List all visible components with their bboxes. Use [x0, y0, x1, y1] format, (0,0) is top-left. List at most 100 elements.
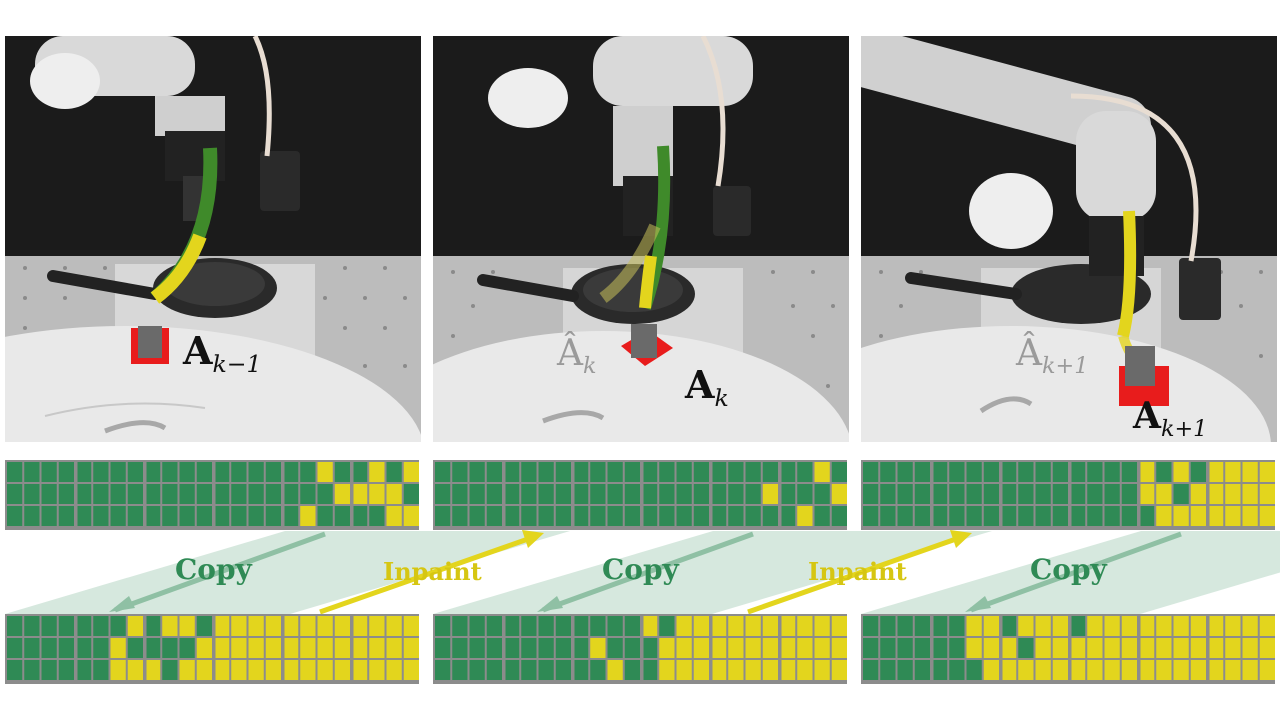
token-cell: [1190, 484, 1206, 504]
token-cell: [624, 484, 640, 504]
token-cell: [196, 506, 212, 526]
token-cell: [933, 484, 948, 504]
token-cell: [1035, 484, 1051, 504]
token-cell: [1104, 616, 1120, 636]
token-cell: [1140, 506, 1155, 526]
token-cell: [334, 484, 350, 504]
token-cell: [863, 484, 879, 504]
token-cell: [1104, 484, 1120, 504]
token-cell: [1071, 660, 1086, 680]
token-cell: [24, 462, 40, 482]
token-cell: [574, 660, 589, 680]
token-cell: [728, 506, 744, 526]
token-cell: [712, 660, 727, 680]
token-cell: [1209, 638, 1224, 658]
token-cell: [1242, 462, 1258, 482]
token-cell: [469, 484, 485, 504]
token-cell: [41, 462, 57, 482]
token-cell: [521, 638, 537, 658]
copy-label-3: Copy: [1030, 553, 1107, 586]
token-cell: [521, 484, 537, 504]
token-cell: [486, 660, 502, 680]
token-cell: [146, 484, 161, 504]
token-cell: [1052, 660, 1068, 680]
token-cell: [162, 462, 178, 482]
token-cell: [574, 506, 589, 526]
token-cell: [196, 660, 212, 680]
token-cell: [949, 616, 965, 636]
token-cell: [538, 638, 554, 658]
token-cell: [797, 484, 813, 504]
token-cell: [1259, 462, 1275, 482]
token-cell: [797, 638, 813, 658]
token-cell: [146, 462, 161, 482]
token-cell: [334, 660, 350, 680]
token-cell: [7, 616, 23, 636]
token-cell: [933, 462, 948, 482]
token-cell: [505, 484, 520, 504]
token-cell: [231, 484, 247, 504]
token-cell: [555, 638, 571, 658]
token-cell: [590, 462, 606, 482]
token-cell: [452, 660, 468, 680]
token-cell: [452, 462, 468, 482]
token-cell: [607, 660, 623, 680]
token-cell: [831, 616, 847, 636]
token-cell: [643, 484, 658, 504]
token-cell: [196, 462, 212, 482]
token-cell: [728, 462, 744, 482]
token-cell: [1121, 506, 1137, 526]
token-cell: [403, 462, 419, 482]
token-cell: [41, 506, 57, 526]
token-cell: [403, 638, 419, 658]
token-cell: [1104, 638, 1120, 658]
token-cell: [897, 462, 913, 482]
token-cell: [7, 462, 23, 482]
token-cell: [607, 462, 623, 482]
token-cell: [983, 506, 999, 526]
token-cell: [1190, 638, 1206, 658]
token-cell: [1087, 484, 1103, 504]
token-cell: [676, 506, 692, 526]
token-cell: [469, 638, 485, 658]
token-cell: [248, 660, 264, 680]
inpaint-arrow: [747, 536, 957, 615]
token-cell: [880, 484, 896, 504]
token-cell: [880, 616, 896, 636]
token-cell: [1259, 638, 1275, 658]
token-cell: [659, 506, 675, 526]
token-cell: [693, 638, 709, 658]
token-cell: [1173, 660, 1189, 680]
token-cell: [110, 660, 126, 680]
token-cell: [1002, 616, 1017, 636]
token-cell: [265, 484, 281, 504]
token-cell: [231, 616, 247, 636]
token-cell: [914, 462, 930, 482]
token-cell: [983, 616, 999, 636]
token-cell: [452, 506, 468, 526]
token-cell: [676, 462, 692, 482]
robot-photo-3: Âk+1 Ak+1: [861, 36, 1277, 442]
token-cell: [435, 506, 451, 526]
inpaint-label-2: Inpaint: [808, 557, 907, 586]
token-cell: [300, 462, 316, 482]
token-cell: [77, 616, 92, 636]
token-cell: [693, 506, 709, 526]
token-cell: [435, 660, 451, 680]
token-cell: [248, 638, 264, 658]
token-cell: [574, 484, 589, 504]
token-cell: [949, 660, 965, 680]
token-cell: [1071, 462, 1086, 482]
token-cell: [676, 484, 692, 504]
token-cell: [983, 484, 999, 504]
token-cell: [505, 638, 520, 658]
token-cell: [196, 484, 212, 504]
token-cell: [607, 638, 623, 658]
token-cell: [590, 660, 606, 680]
token-cell: [1121, 484, 1137, 504]
token-cell: [1052, 506, 1068, 526]
token-cell: [966, 638, 982, 658]
token-grid-bottom-1: [5, 614, 419, 684]
token-cell: [762, 506, 778, 526]
token-cell: [966, 660, 982, 680]
